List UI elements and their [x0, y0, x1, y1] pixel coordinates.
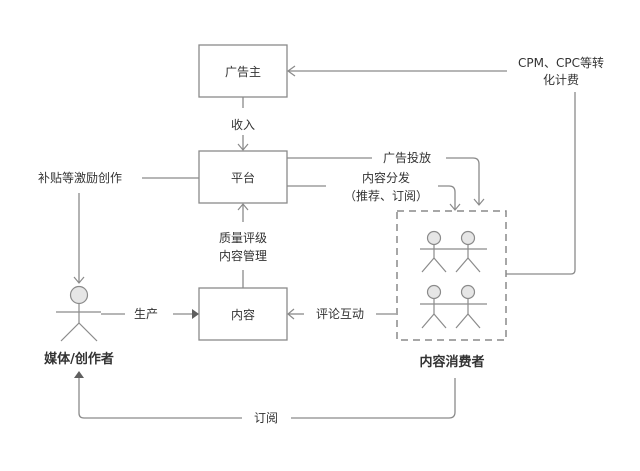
edge-produce-label: 生产 — [134, 307, 158, 321]
actor-consumers[interactable]: 内容消费者 — [396, 210, 507, 370]
node-advertiser[interactable]: 广告主 — [198, 44, 288, 98]
edge-distribution: 内容分发 （推荐、订阅） — [287, 170, 461, 211]
edge-subscribe: 订阅 — [74, 371, 456, 425]
actor-consumers-label: 内容消费者 — [419, 354, 484, 370]
edge-distribution-label-line2: （推荐、订阅） — [344, 189, 428, 203]
arrow-down-icon — [237, 143, 249, 151]
arrow-down-icon — [73, 276, 85, 284]
edge-subsidy: 补贴等激励创作 — [38, 171, 199, 284]
person-icon — [420, 230, 487, 273]
edge-cpm-label-line1: CPM、CPC等转 — [518, 55, 604, 70]
node-advertiser-label: 广告主 — [225, 65, 261, 79]
node-platform[interactable]: 平台 — [198, 150, 288, 204]
edge-quality-management: 质量评级 内容管理 — [219, 203, 267, 288]
node-content[interactable]: 内容 — [198, 287, 288, 341]
edge-produce: 生产 — [101, 307, 199, 321]
edge-income: 收入 — [231, 97, 255, 151]
arrow-left-icon — [286, 65, 296, 77]
edge-quality-label-line2: 内容管理 — [219, 248, 267, 263]
arrow-up-icon — [74, 371, 84, 378]
person-icon — [56, 285, 101, 342]
edge-subsidy-label: 补贴等激励创作 — [38, 171, 122, 185]
arrow-right-icon — [192, 309, 199, 319]
edge-distribution-label-line1: 内容分发 — [362, 170, 410, 185]
person-icon — [455, 284, 481, 329]
actor-creator[interactable]: 媒体/创作者 — [44, 285, 114, 368]
edge-subscribe-label: 订阅 — [254, 411, 278, 425]
edge-ad-delivery: 广告投放 — [287, 150, 485, 206]
node-platform-label: 平台 — [231, 170, 255, 185]
edge-cpm-label-line2: 化计费 — [543, 73, 579, 87]
edge-ad-delivery-label: 广告投放 — [383, 150, 431, 165]
edge-cpm-billing: CPM、CPC等转 化计费 — [286, 55, 604, 275]
consumers-group-border — [396, 210, 507, 341]
person-icon — [420, 284, 487, 329]
actor-creator-label: 媒体/创作者 — [44, 351, 114, 367]
arrow-down-icon — [449, 203, 461, 211]
person-icon — [455, 230, 481, 273]
arrow-left-icon — [287, 308, 295, 320]
edge-quality-label-line1: 质量评级 — [219, 231, 267, 245]
edge-income-label: 收入 — [231, 118, 255, 132]
arrow-up-icon — [237, 203, 249, 211]
arrow-down-icon — [473, 198, 485, 206]
node-content-label: 内容 — [231, 307, 255, 322]
edge-comment-label: 评论互动 — [316, 307, 364, 321]
edge-comment: 评论互动 — [287, 307, 396, 321]
